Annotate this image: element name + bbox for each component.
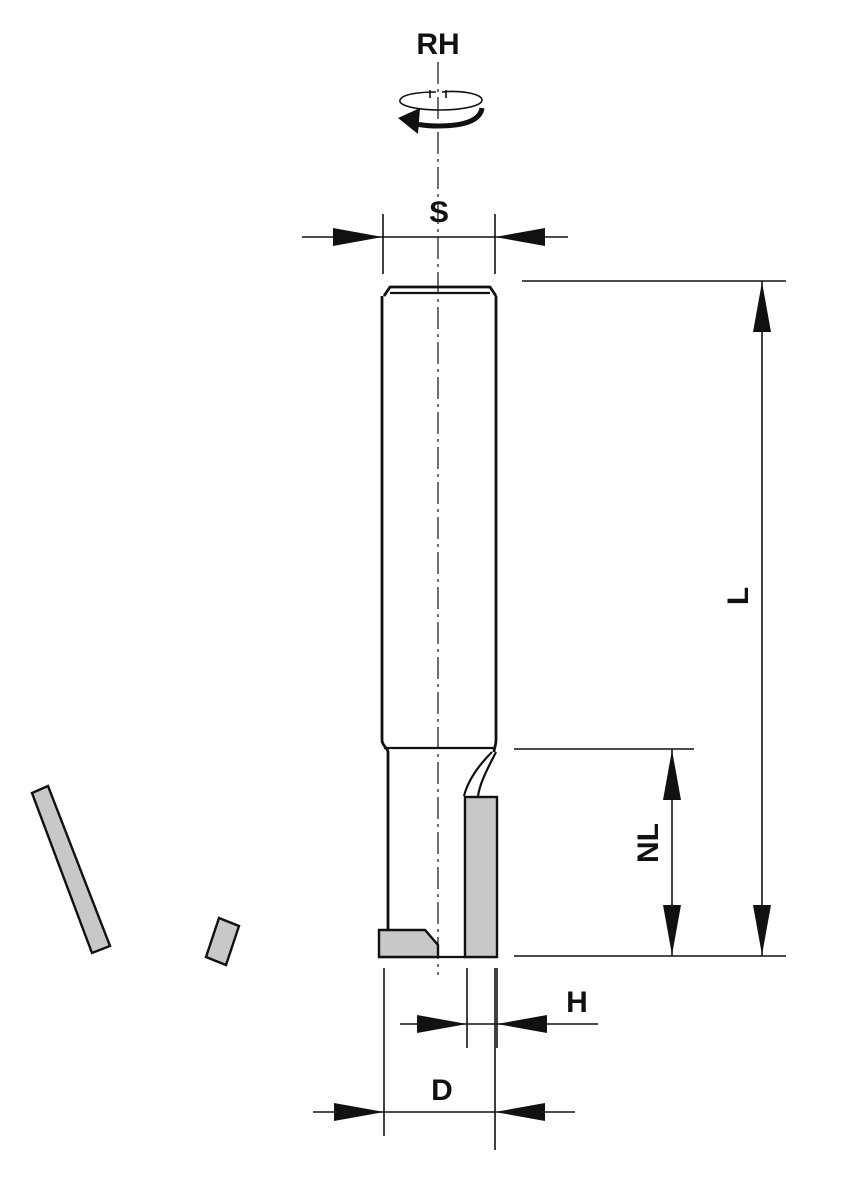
spare-insert-short xyxy=(204,916,241,967)
dimension-d-label: D xyxy=(431,1074,453,1107)
dimension-h-label: H xyxy=(566,986,588,1019)
dimension-s-label: S xyxy=(429,196,449,229)
dimension-nl-label: NL xyxy=(632,823,665,863)
spare-insert-long xyxy=(30,784,112,955)
dimension-nl xyxy=(514,748,694,956)
main-insert xyxy=(463,795,499,959)
tool-shank xyxy=(380,285,498,753)
dimension-h xyxy=(400,968,598,1048)
dimension-l-label: L xyxy=(722,587,755,605)
dimension-l xyxy=(514,280,786,957)
dimension-d xyxy=(313,968,575,1150)
rotation-direction-icon xyxy=(398,90,485,134)
rotation-label: RH xyxy=(416,28,459,61)
dimension-s xyxy=(302,214,568,274)
bottom-insert xyxy=(377,928,440,959)
